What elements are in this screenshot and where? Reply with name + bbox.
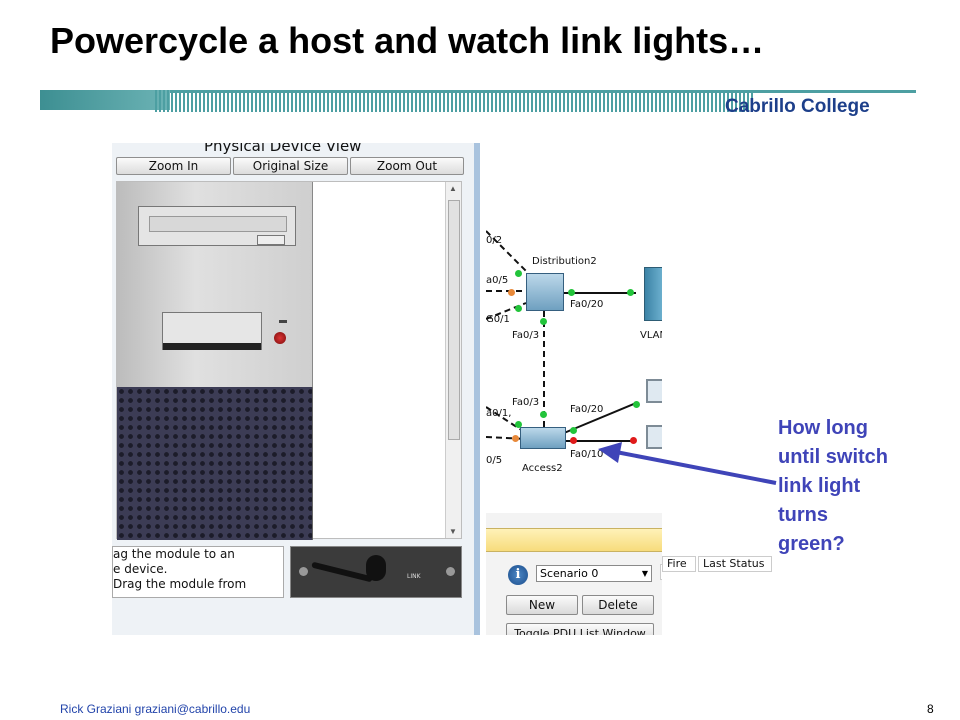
port-label: 0/2 xyxy=(486,235,503,246)
link-light-green xyxy=(515,305,522,312)
callout-line: green? xyxy=(778,533,845,555)
callout-text: How long until switch link light turns g… xyxy=(778,414,888,559)
description-line: e device. xyxy=(113,562,168,576)
module-description-box[interactable]: ag the module to an e device. Drag the m… xyxy=(112,546,284,598)
access2-switch-icon[interactable] xyxy=(520,427,566,449)
port-label: 0/5 xyxy=(486,455,503,466)
floppy-drive-bay xyxy=(162,312,262,350)
vlan20-server-label: VLAN 20 xyxy=(640,330,662,341)
port-label: Fa0/20 xyxy=(570,299,604,310)
module-link-label: LINK xyxy=(407,573,421,580)
link-light-orange xyxy=(508,289,515,296)
description-line: Drag the module from xyxy=(113,577,247,591)
power-led xyxy=(279,320,287,323)
module-image[interactable]: LINK xyxy=(290,546,462,598)
toggle-pdu-list-button[interactable]: Toggle PDU List Window xyxy=(506,623,654,635)
simulation-panel: i Scenario 0 ▼ New Delete Toggle PDU Lis… xyxy=(486,513,662,635)
port-label: G0/1 xyxy=(486,314,510,325)
port-label: Fa0/10 xyxy=(570,449,604,460)
fire-column-header[interactable]: Fire xyxy=(662,556,696,572)
pdu-edge xyxy=(660,564,662,580)
realtime-bar xyxy=(486,528,662,552)
description-line: ag the module to an xyxy=(113,547,235,561)
packet-tracer-screenshot: Physical Device View Zoom In Original Si… xyxy=(112,143,662,635)
callout-line: until switch xyxy=(778,446,888,468)
port-label: Fa0/3 xyxy=(512,330,540,341)
port-label: a0/1, xyxy=(486,408,512,419)
port-label: Fa0/3 xyxy=(512,397,540,408)
pdv-title: Physical Device View xyxy=(204,143,362,155)
port-label: a0/5 xyxy=(486,275,509,286)
original-size-button[interactable]: Original Size xyxy=(233,157,348,175)
delete-scenario-button[interactable]: Delete xyxy=(582,595,654,615)
link-light-green xyxy=(570,427,577,434)
distribution2-multilayer-switch-icon[interactable] xyxy=(526,273,564,311)
zoom-out-button[interactable]: Zoom Out xyxy=(350,157,464,175)
power-button-icon[interactable] xyxy=(274,332,286,344)
link-light-green xyxy=(540,318,547,325)
callout-line: How long xyxy=(778,417,868,439)
port-label: Fa0/20 xyxy=(570,404,604,415)
page-number: 8 xyxy=(927,702,934,716)
college-logo-text: Cabrillo College xyxy=(725,96,870,117)
link-light-green xyxy=(515,270,522,277)
last-status-column-header[interactable]: Last Status xyxy=(698,556,772,572)
slide-title: Powercycle a host and watch link lights… xyxy=(50,20,765,61)
switch-link-light-red xyxy=(570,437,577,444)
scenario-value: Scenario 0 xyxy=(540,567,599,580)
vlan10-pc-icon[interactable] xyxy=(646,425,662,449)
chevron-down-icon: ▼ xyxy=(641,569,648,578)
device-vertical-scrollbar[interactable]: ▲ ▼ xyxy=(445,182,461,538)
scenario-select[interactable]: Scenario 0 ▼ xyxy=(536,565,652,582)
link-light-green xyxy=(627,289,634,296)
header-banner xyxy=(40,90,916,116)
vlan20-server-icon[interactable] xyxy=(644,267,662,321)
info-icon[interactable]: i xyxy=(508,565,528,585)
link-light-green xyxy=(540,411,547,418)
new-scenario-button[interactable]: New xyxy=(506,595,578,615)
link-light-orange xyxy=(512,435,519,442)
access2-label: Access2 xyxy=(522,463,563,474)
callout-line: link light xyxy=(778,475,861,497)
callout-line: turns xyxy=(778,504,828,526)
vlan20-pc-icon[interactable] xyxy=(646,379,662,403)
topology-workspace[interactable]: 0/2 Distribution2 a0/5 Fa0/20 G0/1 Fa0/3… xyxy=(486,143,662,513)
physical-device-view-window: Physical Device View Zoom In Original Si… xyxy=(112,143,480,635)
link-light-green xyxy=(515,421,522,428)
link-light-green xyxy=(633,401,640,408)
distribution2-label: Distribution2 xyxy=(532,256,597,267)
pc-link-light-red xyxy=(630,437,637,444)
zoom-in-button[interactable]: Zoom In xyxy=(116,157,231,175)
pc-chassis[interactable] xyxy=(117,182,313,387)
link-light-green xyxy=(568,289,575,296)
device-image-pane: ▲ ▼ xyxy=(116,181,462,540)
pc-grill xyxy=(117,387,313,540)
footer-author: Rick Graziani graziani@cabrillo.edu xyxy=(60,702,251,716)
cd-drive-bay xyxy=(138,206,296,246)
